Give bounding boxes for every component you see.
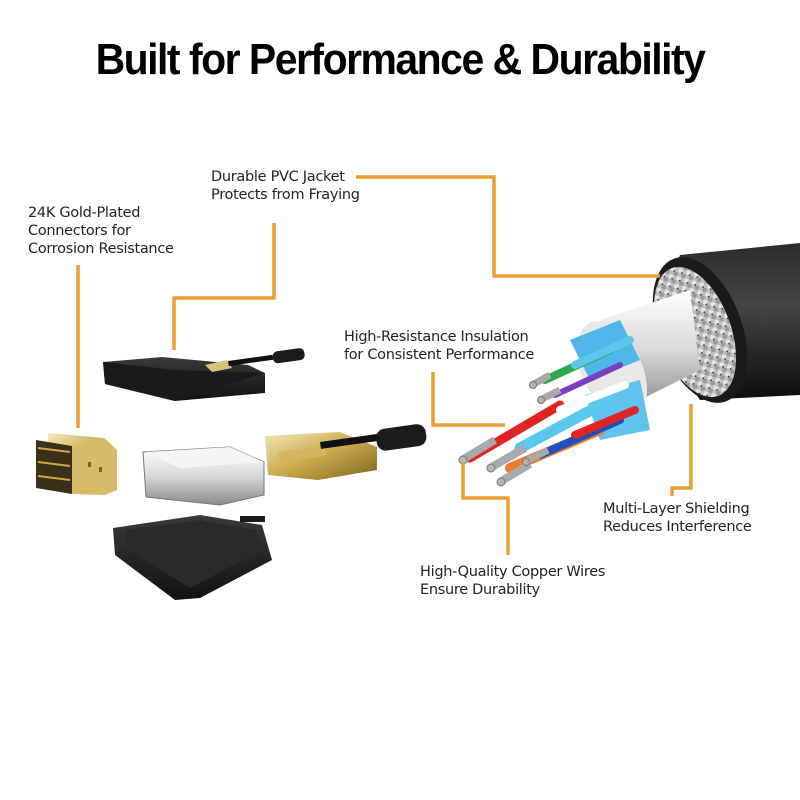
callout-shielding: Multi-Layer Shielding Reduces Interferen…: [603, 501, 752, 535]
callout-line-shielding: [670, 404, 693, 496]
callout-gold-plated: 24K Gold-Plated Connectors for Corrosion…: [28, 205, 174, 257]
callout-insulation: High-Resistance Insulation for Consisten…: [344, 329, 535, 363]
metal-inner-shell: [142, 446, 265, 506]
dvi-connector-gold-plug: [36, 433, 117, 495]
top-housing-shell: [103, 348, 305, 401]
callout-pvc-jacket: Durable PVC Jacket Protects from Fraying: [211, 169, 360, 203]
callout-line-copper: [461, 462, 510, 555]
bottom-housing-shell: [113, 515, 272, 600]
callout-line-insulation: [431, 372, 505, 427]
gold-shell-with-screw: [265, 424, 427, 480]
callout-lines: [76, 175, 693, 555]
page-title: Built for Performance & Durability: [95, 35, 706, 84]
callout-line-pvc-jacket-top: [356, 175, 660, 278]
callout-line-pvc-jacket: [172, 223, 276, 350]
callout-copper-wires: High-Quality Copper Wires Ensure Durabil…: [420, 564, 606, 598]
cable-cross-section: [458, 243, 800, 487]
